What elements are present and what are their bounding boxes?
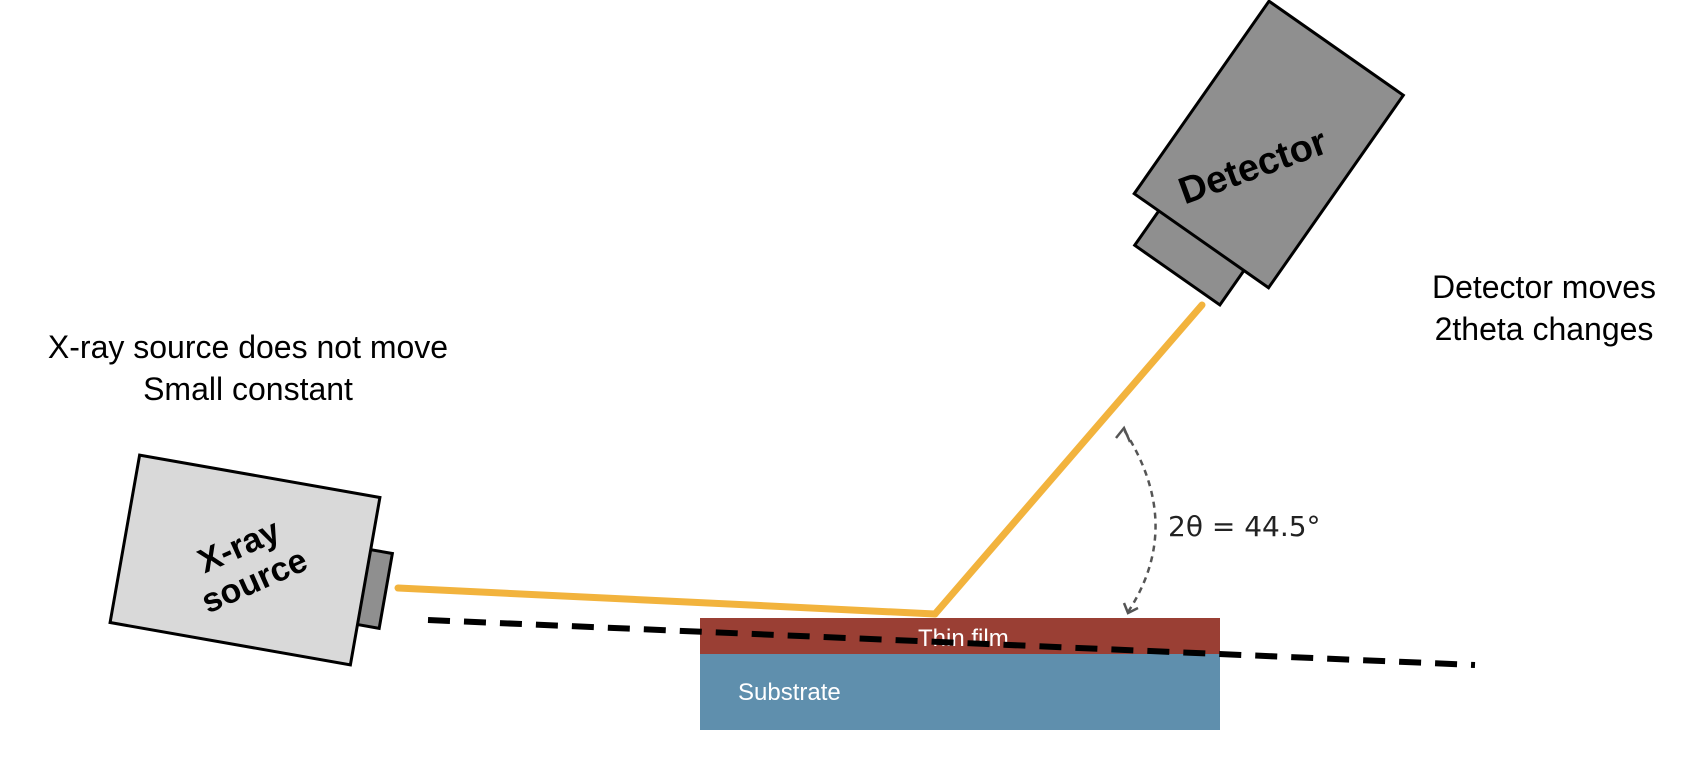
detector: Detector [1132, 0, 1406, 308]
two-theta-arc [1122, 429, 1157, 613]
detector-body [1132, 0, 1406, 290]
substrate-layer [700, 654, 1220, 730]
thin-film-label: Thin film [918, 625, 1009, 652]
arc-arrowhead-bottom-icon [1122, 602, 1139, 615]
two-theta-label: 2θ = 44.5° [1168, 510, 1321, 543]
detector-note-line2: 2theta changes [1435, 311, 1654, 347]
sample-surface-reference-line [427, 617, 1476, 668]
source-note-line1: X-ray source does not move [48, 329, 448, 365]
source-note-line2: Small constant [143, 371, 353, 407]
arc-arrowhead-top-icon [1115, 425, 1132, 443]
detector-note-line1: Detector moves [1432, 269, 1656, 305]
x-ray-source: X-ray source [108, 453, 395, 667]
source-body [108, 453, 382, 667]
diffracted-beam [931, 301, 1206, 618]
incident-beam [394, 584, 939, 618]
substrate-label: Substrate [738, 679, 841, 706]
